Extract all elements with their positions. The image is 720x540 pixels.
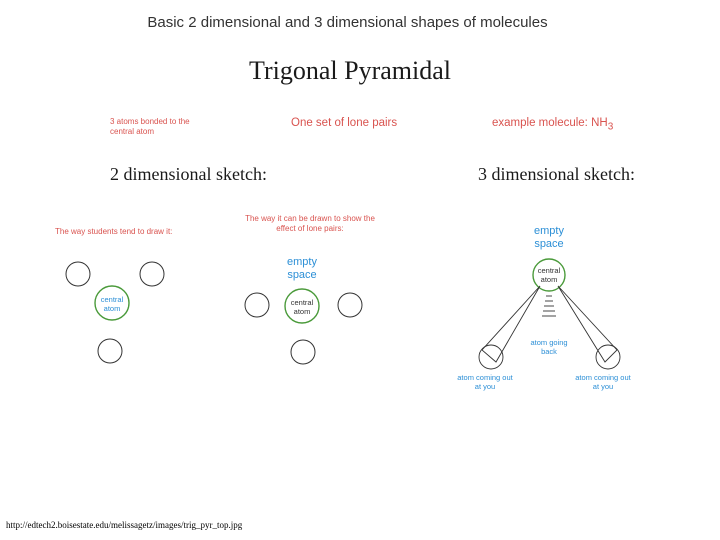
wedge-bond-left bbox=[481, 285, 541, 363]
right-atom-upper bbox=[139, 261, 165, 287]
left-atom bbox=[244, 292, 270, 318]
dashed-back-bond bbox=[542, 295, 556, 317]
three-d-drawing bbox=[478, 258, 621, 370]
central-atom bbox=[94, 285, 130, 321]
right-front-atom bbox=[595, 344, 621, 370]
lone-pairs-note: One set of lone pairs bbox=[291, 117, 398, 129]
central-atom bbox=[284, 288, 320, 324]
example-molecule-text: example molecule: NH bbox=[492, 117, 608, 129]
page-title: Trigonal Pyramidal bbox=[249, 56, 451, 85]
right-atom bbox=[337, 292, 363, 318]
students-drawing bbox=[65, 261, 165, 364]
atom-coming-out-right-label: atom coming out at you bbox=[575, 373, 631, 391]
left-front-atom bbox=[478, 344, 504, 370]
sketch-2d-label: 2 dimensional sketch: bbox=[110, 164, 267, 184]
example-molecule-subscript: 3 bbox=[607, 121, 614, 133]
lone-pair-drawing bbox=[244, 288, 363, 365]
sketch-3d-label: 3 dimensional sketch: bbox=[478, 164, 635, 184]
central-atom bbox=[532, 258, 566, 292]
effect-caption: The way it can be drawn to show the effe… bbox=[245, 214, 375, 233]
bottom-atom bbox=[97, 338, 123, 364]
students-caption: The way students tend to draw it: bbox=[55, 227, 173, 236]
atom-coming-out-left-label: atom coming out at you bbox=[457, 373, 513, 391]
bottom-atom bbox=[290, 339, 316, 365]
empty-space-label-2d: empty space bbox=[287, 256, 317, 281]
source-url: http://edtech2.boisestate.edu/melissaget… bbox=[6, 520, 243, 530]
central-atom-label-students: central atom bbox=[100, 295, 124, 313]
page-header: Basic 2 dimensional and 3 dimensional sh… bbox=[147, 14, 548, 31]
wedge-bond-right bbox=[557, 285, 618, 363]
example-molecule: example molecule: NH3 bbox=[492, 117, 613, 132]
central-atom-label-3d: central atom bbox=[537, 266, 561, 284]
empty-space-label-3d: empty space bbox=[534, 225, 564, 250]
central-atom-label-lone-pair: central atom bbox=[290, 298, 314, 316]
left-atom-upper bbox=[65, 261, 91, 287]
atoms-bonded-note: 3 atoms bonded to the central atom bbox=[110, 117, 190, 136]
atom-going-back-label: atom going back bbox=[530, 338, 568, 356]
